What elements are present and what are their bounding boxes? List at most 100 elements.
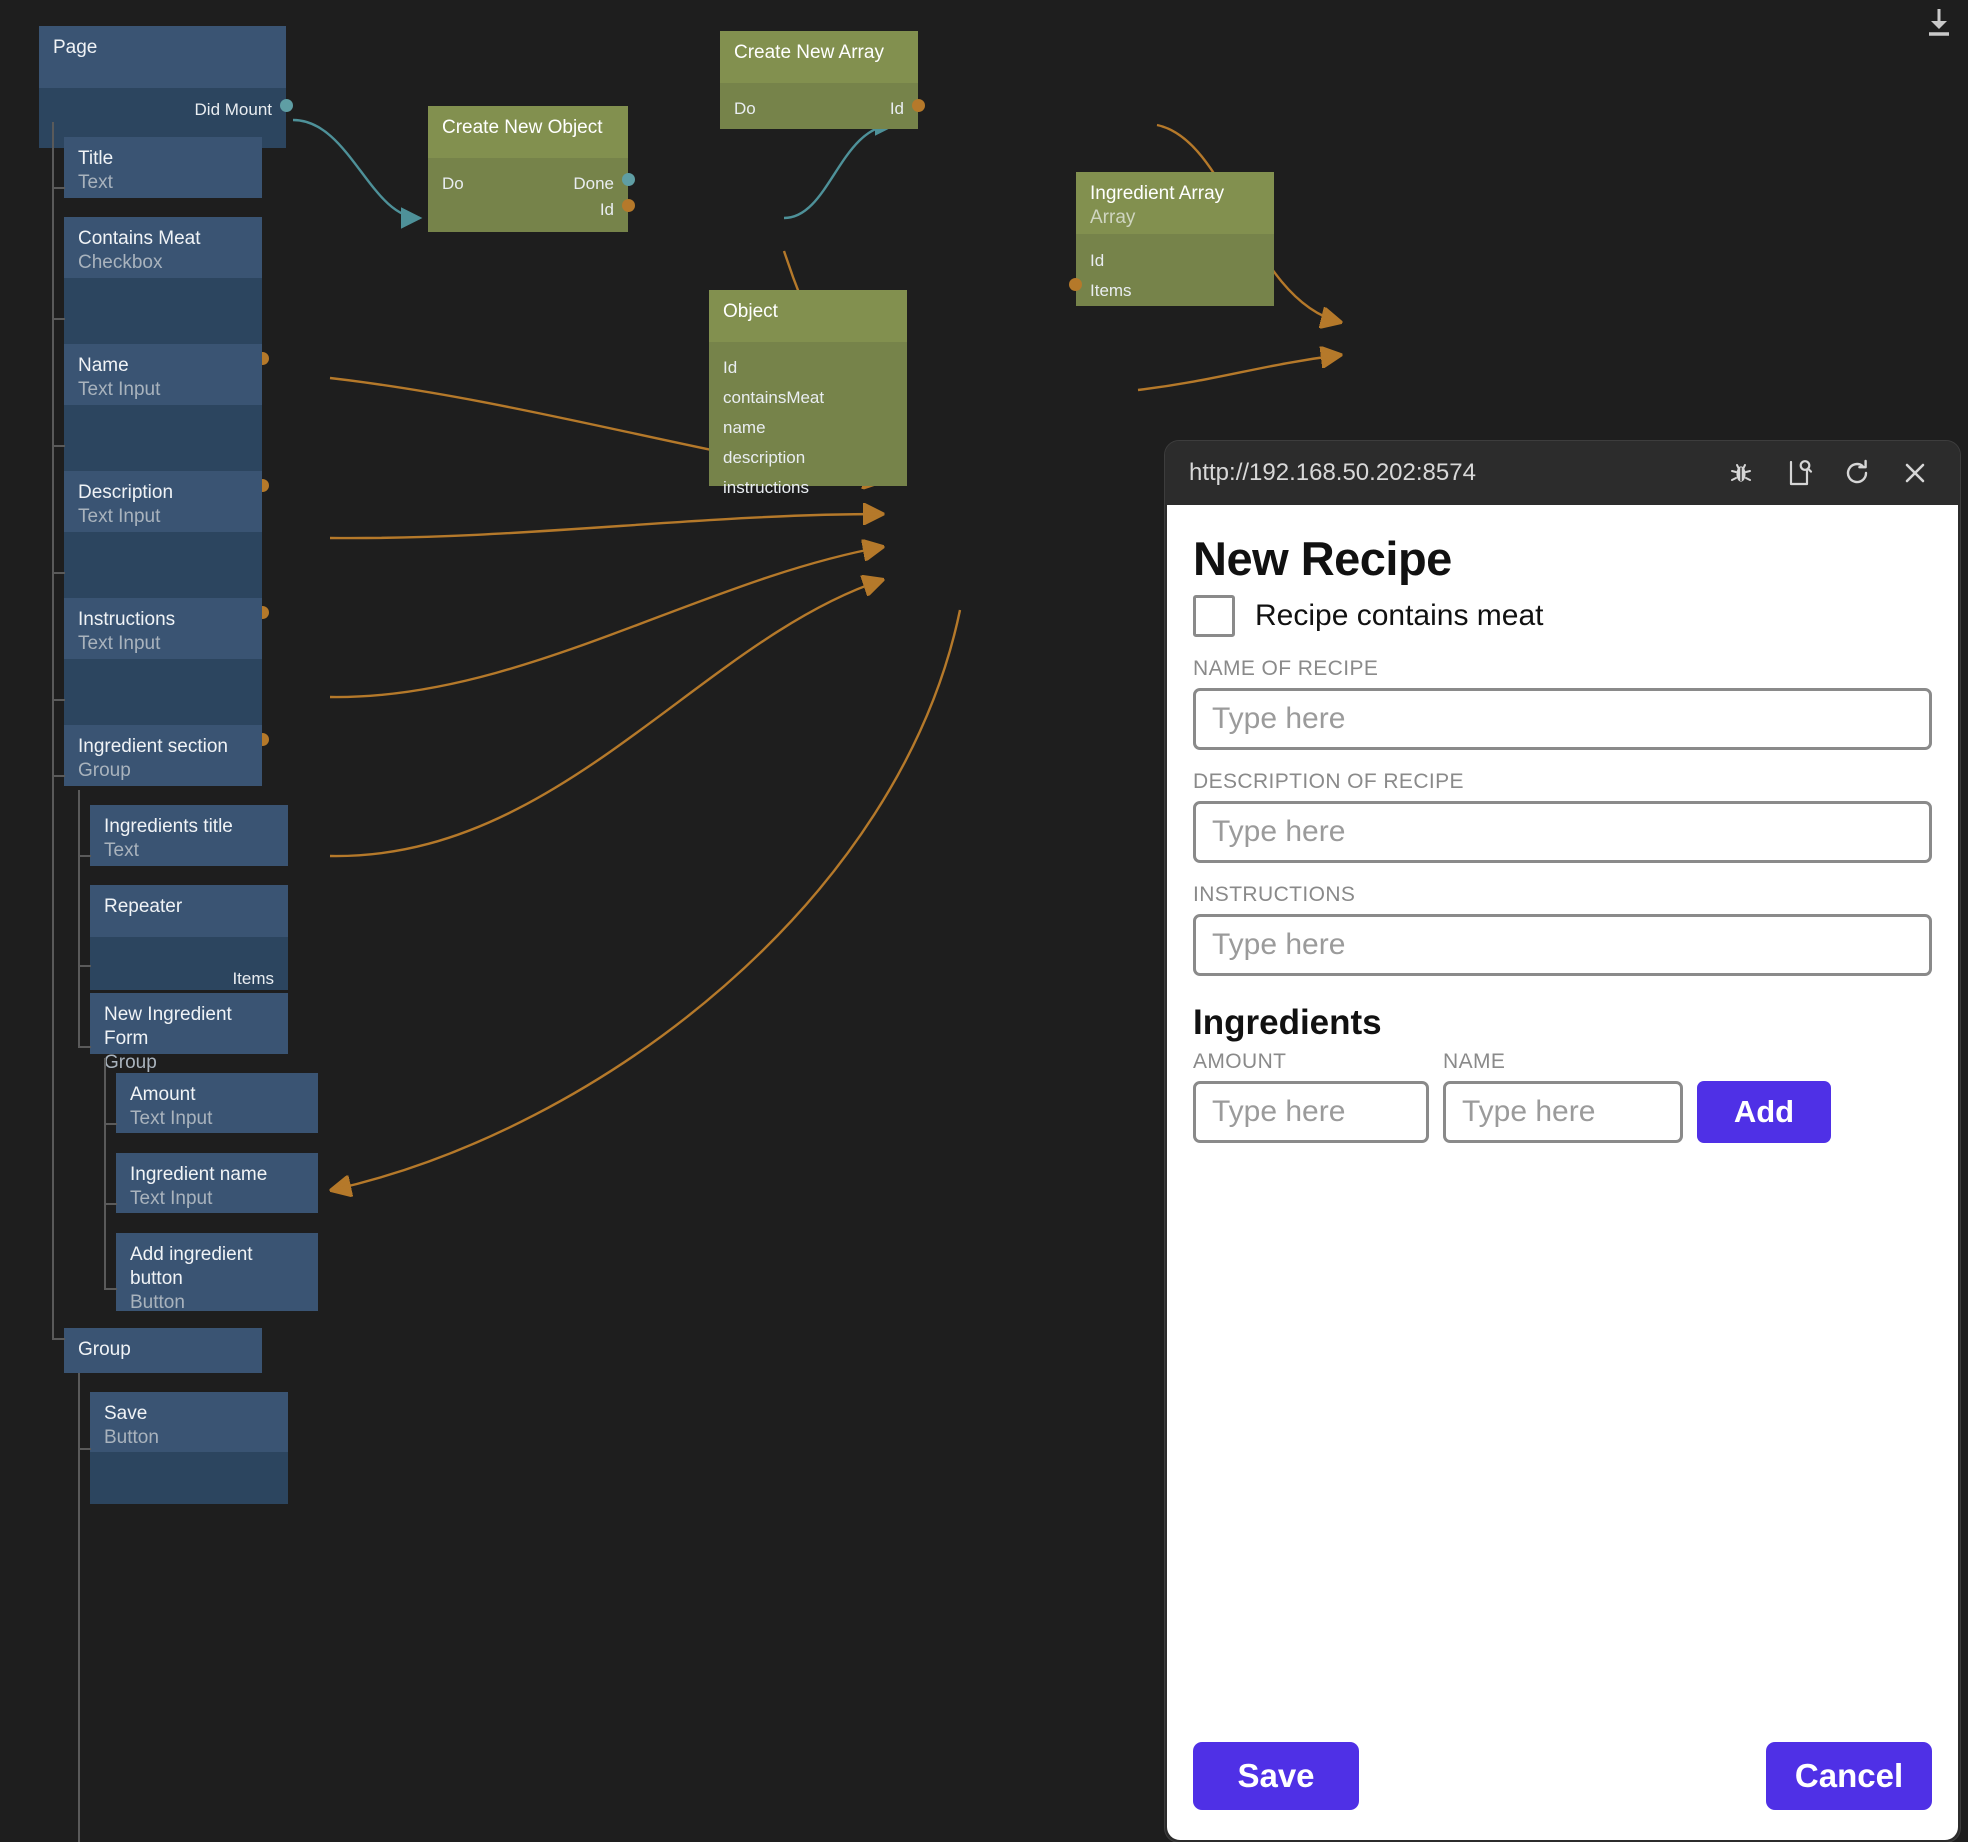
node-header: Create New Array (720, 31, 918, 83)
node-add-ingredient-button[interactable]: Add ingredient button Button (116, 1233, 318, 1313)
preview-page-content: New Recipe Recipe contains meat NAME OF … (1167, 505, 1958, 1840)
save-button[interactable]: Save (1193, 1742, 1359, 1810)
tree-connector (104, 1203, 117, 1205)
tree-connector (104, 1123, 117, 1125)
node-subtitle: Text Input (130, 1188, 213, 1209)
page-title: New Recipe (1193, 532, 1452, 585)
node-title: Ingredient Array (1090, 183, 1225, 204)
tree-connector (52, 699, 65, 701)
port-items[interactable]: Items (1090, 281, 1132, 300)
node-page[interactable]: Page Did Mount (39, 26, 293, 148)
instructions-input[interactable]: Type here (1193, 914, 1932, 976)
ingredient-list-area (1193, 1143, 1932, 1742)
contains-meat-checkbox[interactable] (1193, 595, 1235, 637)
amount-input[interactable]: Type here (1193, 1081, 1429, 1143)
tree-connector (52, 775, 65, 777)
node-title: Repeater (104, 896, 183, 917)
name-of-recipe-label: NAME OF RECIPE (1193, 657, 1379, 680)
description-of-recipe-label: DESCRIPTION OF RECIPE (1193, 770, 1464, 793)
tree-connector (78, 1448, 91, 1450)
node-object[interactable]: Object Id containsMeat name description … (709, 290, 907, 497)
node-subtitle: Group (104, 1052, 157, 1073)
node-subtitle: Array (1090, 207, 1136, 228)
node-create-new-object[interactable]: Create New Object Do Done Id (428, 106, 635, 232)
node-amount-input[interactable]: Amount Text Input (116, 1073, 318, 1133)
node-header: Ingredients title Text (90, 805, 288, 866)
tree-connector (104, 1288, 117, 1290)
node-subtitle: Checkbox (78, 252, 163, 273)
port-do[interactable]: Do (442, 174, 464, 193)
description-of-recipe-input[interactable]: Type here (1193, 801, 1932, 863)
node-subtitle: Text Input (78, 506, 161, 527)
node-save-button[interactable]: Save Button (90, 1392, 288, 1504)
instructions-label: INSTRUCTIONS (1193, 883, 1356, 906)
node-title: Group (78, 1339, 131, 1360)
node-header: Ingredient name Text Input (116, 1153, 318, 1213)
node-header: Amount Text Input (116, 1073, 318, 1133)
node-body: Text (64, 532, 269, 621)
tree-connector (78, 965, 91, 967)
node-header: Contains Meat Checkbox (64, 217, 262, 278)
port-contains-meat[interactable]: containsMeat (723, 388, 825, 407)
port-items[interactable]: Items (232, 969, 274, 988)
port-done[interactable]: Done (573, 174, 614, 193)
node-body: Id Items (1069, 234, 1274, 306)
bug-icon[interactable] (1718, 450, 1764, 496)
port-id[interactable]: Id (889, 99, 904, 118)
port-description[interactable]: description (723, 448, 806, 467)
tree-connector (104, 1058, 106, 1288)
node-subtitle: Group (78, 760, 131, 781)
node-ingredient-array[interactable]: Ingredient Array Array Id Items (1069, 172, 1274, 306)
port-id[interactable]: Id (1090, 251, 1105, 270)
close-icon[interactable] (1892, 450, 1938, 496)
node-repeater[interactable]: Repeater Items (90, 885, 288, 990)
add-ingredient-button[interactable]: Add (1697, 1081, 1831, 1143)
download-icon[interactable] (1924, 6, 1954, 40)
preview-footer: Save Cancel (1193, 1742, 1932, 1840)
node-header: Create New Object (428, 106, 628, 158)
ingredient-name-input[interactable]: Type here (1443, 1081, 1683, 1143)
node-body: Checked (64, 278, 269, 367)
node-contains-meat[interactable]: Contains Meat Checkbox Checked (64, 217, 269, 367)
port-dot[interactable] (912, 99, 925, 112)
node-header: Name Text Input (64, 344, 262, 405)
url-text[interactable]: http://192.168.50.202:8574 (1189, 459, 1476, 486)
node-new-ingredient-form[interactable]: New Ingredient Form Group (90, 993, 288, 1073)
node-instructions-input[interactable]: Instructions Text Input Text (64, 598, 269, 748)
tree-connector (78, 855, 91, 857)
node-title: Save (104, 1403, 148, 1424)
node-title: New Ingredient Form (104, 1004, 232, 1049)
port-did-mount[interactable]: Did Mount (194, 100, 272, 119)
port-dot[interactable] (622, 199, 635, 212)
port-instructions[interactable]: instructions (723, 478, 809, 497)
contains-meat-label: Recipe contains meat (1255, 599, 1544, 632)
port-id[interactable]: Id (599, 200, 614, 219)
node-title: Title (78, 148, 114, 169)
node-title-text[interactable]: Title Text (64, 137, 262, 198)
cancel-button[interactable]: Cancel (1766, 1742, 1932, 1810)
node-body: Id containsMeat name description instruc… (709, 342, 907, 497)
reload-icon[interactable] (1834, 450, 1880, 496)
port-id[interactable]: Id (723, 358, 738, 377)
node-ingredient-section[interactable]: Ingredient section Group (64, 725, 262, 786)
node-ingredients-title[interactable]: Ingredients title Text (90, 805, 288, 866)
node-ingredient-name-input[interactable]: Ingredient name Text Input (116, 1153, 318, 1213)
node-group[interactable]: Group (64, 1328, 262, 1373)
node-name-input[interactable]: Name Text Input Text (64, 344, 269, 494)
browser-preview-panel[interactable]: http://192.168.50.202:8574 (1165, 441, 1960, 1842)
port-name[interactable]: name (723, 418, 766, 437)
name-of-recipe-input[interactable]: Type here (1193, 688, 1932, 750)
port-do[interactable]: Do (734, 99, 756, 118)
node-create-new-array[interactable]: Create New Array Do Id (720, 31, 925, 129)
port-dot[interactable] (280, 99, 293, 112)
node-header: Page (39, 26, 286, 88)
node-subtitle: Text Input (78, 633, 161, 654)
port-dot[interactable] (1069, 278, 1082, 291)
contains-meat-row[interactable]: Recipe contains meat (1193, 595, 1932, 637)
inspect-page-icon[interactable] (1776, 450, 1822, 496)
node-title: Description (78, 482, 174, 503)
port-dot[interactable] (622, 173, 635, 186)
node-header: Ingredient Array Array (1076, 172, 1274, 234)
node-description-input[interactable]: Description Text Input Text (64, 471, 269, 621)
